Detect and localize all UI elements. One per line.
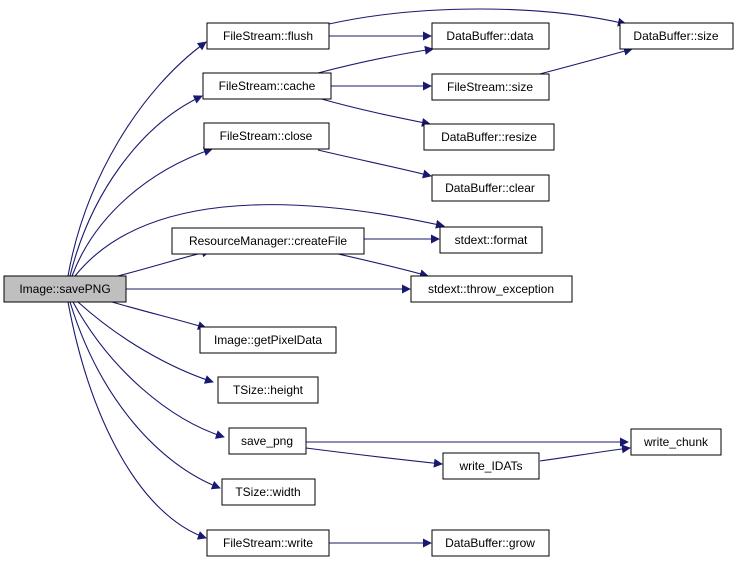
node-tsize-height[interactable]: TSize::height bbox=[217, 376, 319, 404]
edge-savepng-cache bbox=[69, 95, 203, 277]
node-label: FileStream::close bbox=[220, 129, 313, 143]
node-label: DataBuffer::grow bbox=[445, 536, 535, 550]
node-label: TSize::height bbox=[233, 383, 304, 397]
edge-savepng-savepng bbox=[72, 301, 225, 439]
node-label: stdext::throw_exception bbox=[428, 282, 554, 296]
node-filestream-flush[interactable]: FileStream::flush bbox=[206, 22, 330, 50]
edge-cache-resize bbox=[317, 97, 431, 127]
node-image-getpixeldata[interactable]: Image::getPixelData bbox=[199, 326, 337, 354]
node-label: DataBuffer::size bbox=[633, 29, 718, 43]
node-label: TSize::width bbox=[235, 485, 300, 499]
node-databuffer-resize[interactable]: DataBuffer::resize bbox=[423, 123, 555, 151]
edge-savepng-width bbox=[69, 301, 221, 490]
edge-savepng-close bbox=[71, 147, 213, 277]
node-databuffer-clear[interactable]: DataBuffer::clear bbox=[431, 174, 550, 202]
node-filestream-size[interactable]: FileStream::size bbox=[431, 73, 550, 101]
node-label: FileStream::size bbox=[447, 80, 533, 94]
node-label: save_png bbox=[241, 434, 293, 448]
node-label: DataBuffer::resize bbox=[441, 130, 537, 144]
edge-savepng-format bbox=[74, 204, 445, 277]
edge-savepng-flush bbox=[67, 41, 207, 277]
edge-close-clear bbox=[317, 149, 432, 179]
node-databuffer-data[interactable]: DataBuffer::data bbox=[431, 22, 550, 50]
edge-flush-size bbox=[328, 8, 627, 27]
node-label: DataBuffer::data bbox=[446, 29, 533, 43]
edge-fssize-dbsize bbox=[535, 46, 633, 76]
node-write-idats[interactable]: write_IDATs bbox=[442, 452, 540, 480]
node-label: DataBuffer::clear bbox=[445, 181, 535, 195]
node-label: write_IDATs bbox=[458, 459, 522, 473]
edge-savepng-getpixeldata bbox=[111, 301, 207, 330]
node-image-savepng[interactable]: Image::savePNG bbox=[3, 275, 127, 303]
node-filestream-write[interactable]: FileStream::write bbox=[206, 529, 330, 557]
nodes: Image::savePNG FileStream::flush FileStr… bbox=[3, 22, 734, 557]
node-tsize-width[interactable]: TSize::width bbox=[221, 478, 316, 506]
node-stdext-format[interactable]: stdext::format bbox=[439, 226, 543, 254]
node-label: ResourceManager::createFile bbox=[189, 234, 347, 248]
edge-createfile-throw bbox=[324, 250, 429, 279]
node-label: Image::getPixelData bbox=[214, 333, 322, 347]
edge-savepng-write bbox=[67, 301, 207, 540]
edge-savepngfn-idats bbox=[305, 447, 443, 468]
edge-idats-chunk bbox=[539, 444, 631, 462]
edges bbox=[67, 8, 633, 548]
node-filestream-close[interactable]: FileStream::close bbox=[203, 122, 330, 150]
node-label: FileStream::write bbox=[223, 536, 313, 550]
node-stdext-throw-exception[interactable]: stdext::throw_exception bbox=[410, 275, 573, 303]
node-label: stdext::format bbox=[455, 233, 528, 247]
node-label: write_chunk bbox=[643, 435, 709, 449]
edge-savepng-createfile bbox=[109, 248, 211, 279]
node-label: FileStream::flush bbox=[223, 29, 313, 43]
edge-cache-data bbox=[317, 45, 434, 74]
node-save-png[interactable]: save_png bbox=[228, 427, 307, 455]
node-label: FileStream::cache bbox=[219, 79, 316, 93]
node-filestream-cache[interactable]: FileStream::cache bbox=[202, 72, 332, 100]
node-label: Image::savePNG bbox=[19, 282, 110, 296]
edge-savepng-height bbox=[77, 301, 214, 384]
node-databuffer-grow[interactable]: DataBuffer::grow bbox=[431, 529, 550, 557]
node-resourcemanager-createfile[interactable]: ResourceManager::createFile bbox=[171, 227, 365, 255]
node-databuffer-size[interactable]: DataBuffer::size bbox=[619, 22, 734, 50]
node-write-chunk[interactable]: write_chunk bbox=[630, 428, 722, 456]
